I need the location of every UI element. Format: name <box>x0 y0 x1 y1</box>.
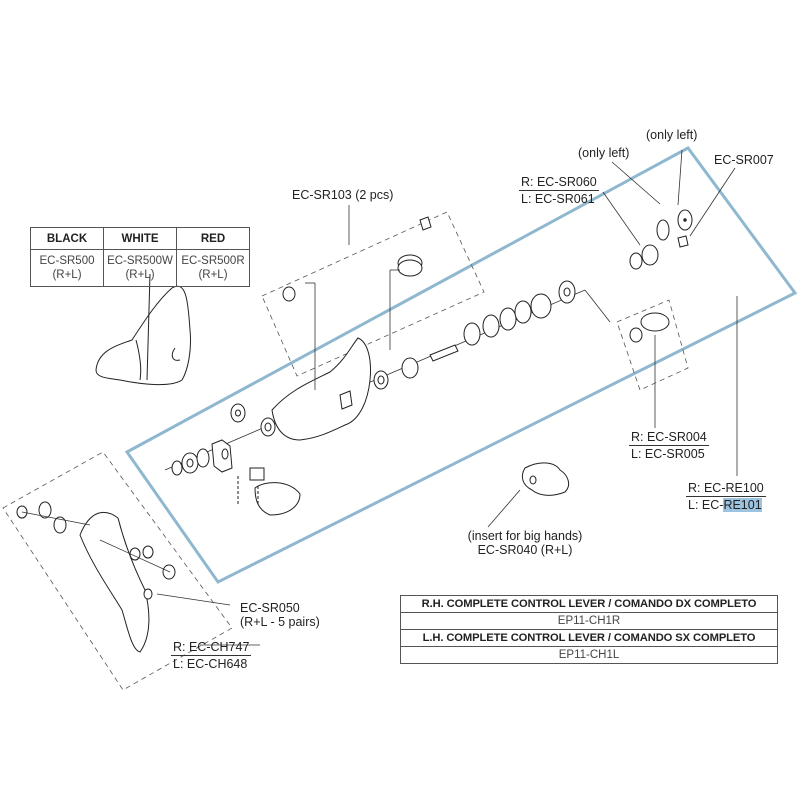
label-ec-sr050: EC-SR050 (R+L - 5 pairs) <box>240 601 320 629</box>
assembly-parts <box>16 209 693 653</box>
label-left-prefix: L: EC- <box>688 498 724 512</box>
color-header-black: BLACK <box>30 227 104 250</box>
rh-complete-code: EP11-CH1R <box>400 612 778 630</box>
part-fitment: (R+L) <box>198 269 228 281</box>
label-ec-sr060-061: R: EC-SR060 L: EC-SR061 <box>519 175 599 206</box>
label-ec-sr004-005: R: EC-SR004 L: EC-SR005 <box>629 430 709 461</box>
label-right-part: R: EC-SR060 <box>519 175 599 191</box>
label-line-2: EC-SR040 (R+L) <box>477 543 573 557</box>
main-assembly-frame <box>124 146 798 584</box>
complete-lever-table: R.H. COMPLETE CONTROL LEVER / COMANDO DX… <box>400 595 778 664</box>
color-cell-red: EC-SR500R (R+L) <box>176 249 250 287</box>
color-cell-white: EC-SR500W (R+L) <box>103 249 177 287</box>
label-ec-re100-101: R: EC-RE100 L: EC-RE101 <box>686 481 766 512</box>
part-fitment: (R+L) <box>52 269 82 281</box>
lever-group-box <box>2 451 233 691</box>
label-only-left-2: (only left) <box>646 128 698 142</box>
label-ec-sr007: EC-SR007 <box>714 153 774 167</box>
part-code: EC-SR500R <box>181 255 245 267</box>
part-fitment: (R+L) <box>125 269 155 281</box>
color-cell-black: EC-SR500 (R+L) <box>30 249 104 287</box>
ec-sr103-group-box <box>261 211 485 377</box>
lh-complete-code: EP11-CH1L <box>400 646 778 664</box>
part-code: EC-SR500 <box>39 255 95 267</box>
label-left-part: L: EC-SR005 <box>631 447 705 461</box>
label-right-part: R: EC-RE100 <box>686 481 766 497</box>
part-code: EC-SR500W <box>107 255 173 267</box>
highlighted-text-selection[interactable]: RE101 <box>723 498 762 512</box>
rh-complete-title: R.H. COMPLETE CONTROL LEVER / COMANDO DX… <box>400 595 778 613</box>
label-line-1: (insert for big hands) <box>467 529 583 543</box>
label-left-part: L: EC-SR061 <box>521 192 595 206</box>
label-left-part: L: EC-CH648 <box>173 657 248 671</box>
lh-complete-title: L.H. COMPLETE CONTROL LEVER / COMANDO SX… <box>400 629 778 647</box>
label-right-part: R: EC-SR004 <box>629 430 709 446</box>
color-header-red: RED <box>176 227 250 250</box>
color-header-white: WHITE <box>103 227 177 250</box>
leader-lines <box>156 149 738 646</box>
label-left-part: L: EC-RE101 <box>686 497 766 512</box>
color-variant-table: BLACK WHITE RED EC-SR500 (R+L) EC-SR500W (… <box>30 227 250 287</box>
label-line-1: EC-SR050 <box>240 601 300 615</box>
label-only-left-1: (only left) <box>578 146 630 160</box>
label-ec-sr103: EC-SR103 (2 pcs) <box>292 188 394 202</box>
label-ec-sr040: (insert for big hands) EC-SR040 (R+L) <box>460 529 590 557</box>
label-right-part: R: EC-CH747 <box>171 640 252 656</box>
label-line-2: (R+L - 5 pairs) <box>240 615 320 629</box>
ec-sr004-group-box <box>616 299 689 391</box>
label-ec-ch747-648: R: EC-CH747 L: EC-CH648 <box>171 640 252 671</box>
hood-cover-drawing <box>95 273 191 386</box>
